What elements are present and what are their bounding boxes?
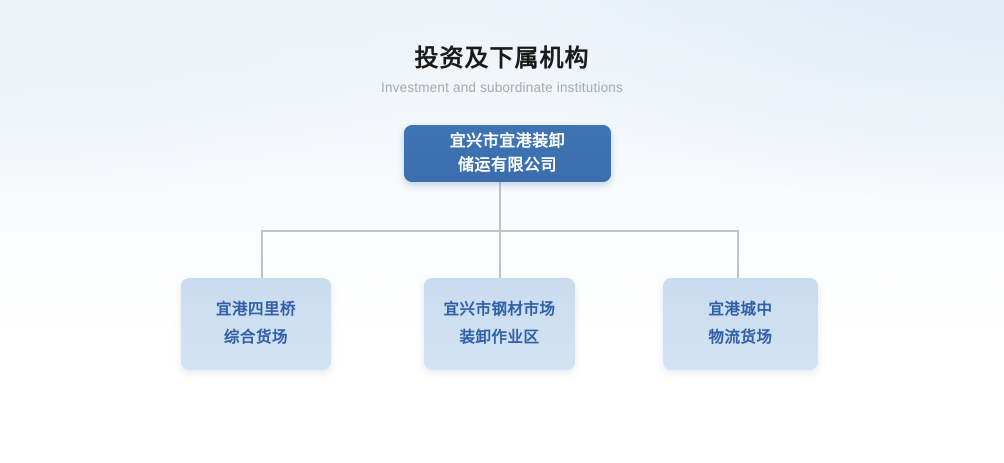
page-title: 投资及下属机构 [414,45,590,72]
connector-drop-child-1 [261,230,263,278]
org-node-child-3-label: 宜港城中 物流货场 [708,301,773,346]
connector-trunk-vertical [499,182,501,232]
org-node-child-2-label: 宜兴市钢材市场 装卸作业区 [443,301,556,346]
org-node-child-1-label: 宜港四里桥 综合货场 [215,301,296,346]
org-node-root[interactable]: 宜兴市宜港装卸 储运有限公司 [404,125,611,182]
org-node-child-3[interactable]: 宜港城中 物流货场 [663,278,818,370]
org-node-child-2[interactable]: 宜兴市钢材市场 装卸作业区 [424,278,575,370]
connector-drop-child-3 [737,230,739,278]
org-node-child-1[interactable]: 宜港四里桥 综合货场 [181,278,331,370]
page-subtitle: Investment and subordinate institutions [381,80,623,95]
page-header: 投资及下属机构 Investment and subordinate insti… [0,44,1004,98]
connector-drop-child-2 [499,230,501,278]
org-node-root-label: 宜兴市宜港装卸 储运有限公司 [449,132,566,174]
